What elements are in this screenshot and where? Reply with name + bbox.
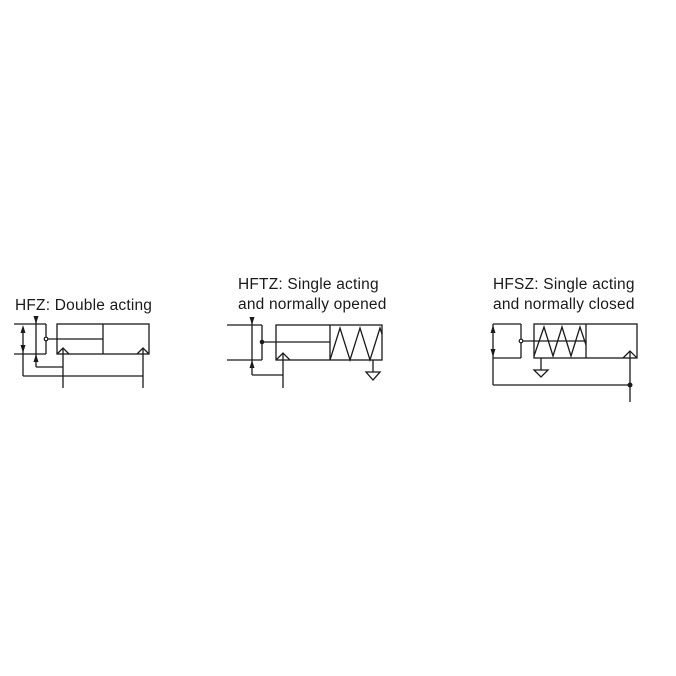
- hfsz-symbol: [490, 323, 638, 402]
- arrow-up-icon: [490, 325, 496, 333]
- spring-icon: [533, 324, 587, 359]
- hfsz-label-line-2: and normally closed: [493, 296, 635, 313]
- junction-dot-icon: [518, 338, 524, 344]
- arrow-up-icon: [33, 354, 39, 362]
- spring-icon: [329, 325, 383, 363]
- arrow-up-icon: [249, 360, 255, 368]
- hfsz-label-line-1: HFSZ: Single acting: [493, 276, 635, 293]
- junction-dot-icon: [627, 382, 633, 388]
- hfz-symbol: [14, 316, 150, 388]
- arrow-down-icon: [249, 317, 255, 325]
- arrow-up-icon: [20, 325, 26, 333]
- hftz-label-line-1: HFTZ: Single acting: [238, 276, 379, 293]
- exhaust-triangle-icon: [364, 371, 382, 381]
- arrow-down-icon: [20, 345, 26, 353]
- arrow-down-icon: [33, 316, 39, 324]
- hfz-label: HFZ: Double acting: [15, 296, 152, 316]
- arrow-down-icon: [490, 349, 496, 357]
- hftz-label-line-2: and normally opened: [238, 296, 387, 313]
- junction-dot-icon: [43, 336, 49, 342]
- hftz-label: HFTZ: Single acting and normally opened: [238, 275, 387, 315]
- hfsz-label: HFSZ: Single acting and normally closed: [493, 275, 635, 315]
- hftz-symbol: [227, 317, 383, 388]
- exhaust-triangle-icon: [532, 369, 550, 378]
- junction-dot-icon: [259, 339, 265, 345]
- hfz-label-line-1: HFZ: Double acting: [15, 297, 153, 314]
